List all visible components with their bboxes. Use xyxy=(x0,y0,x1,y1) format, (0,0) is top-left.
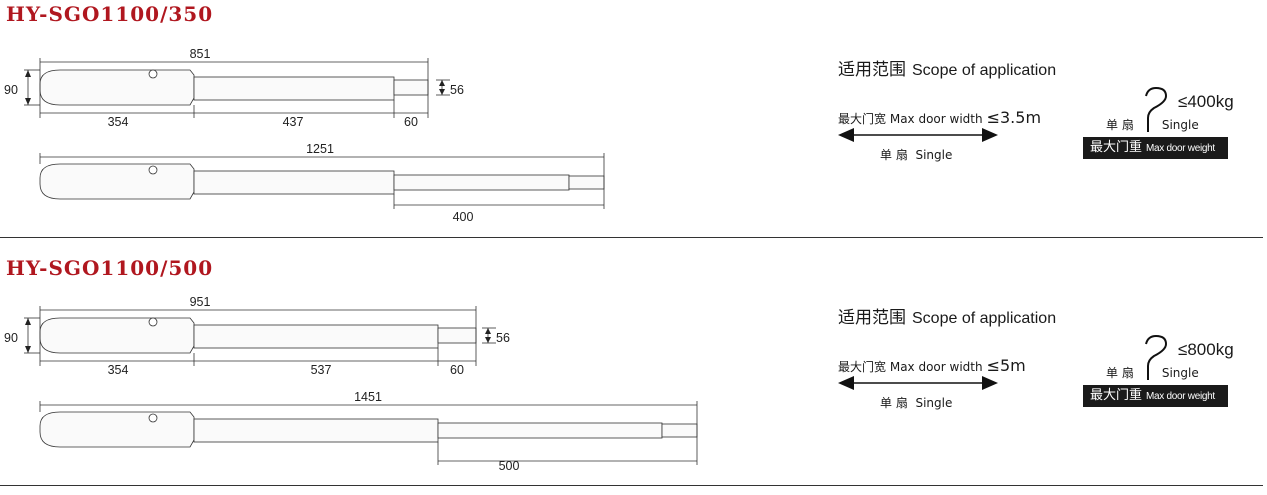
actuator-tube xyxy=(193,76,395,101)
single-leaf-label: 单 扇 Single xyxy=(880,396,953,410)
bolt-icon xyxy=(148,69,158,79)
dim-housing-height: 90 xyxy=(4,331,18,345)
dim-stroke: 500 xyxy=(499,459,520,473)
actuator-tube-extended xyxy=(193,418,439,443)
bolt-icon xyxy=(148,317,158,327)
motor-housing-extended xyxy=(39,163,195,200)
dim-rod-end-length: 60 xyxy=(404,115,418,129)
rod-end xyxy=(393,79,429,96)
section-divider xyxy=(0,237,1263,238)
product-section-500: HY-SGO1100/500 xyxy=(0,248,1267,495)
bolt-icon xyxy=(148,165,158,175)
single-leaf-label: 单 扇 Single xyxy=(880,148,953,162)
bolt-icon xyxy=(148,413,158,423)
extended-rod xyxy=(437,422,663,439)
dim-housing-height: 90 xyxy=(4,83,18,97)
dim-overall-retracted: 851 xyxy=(190,47,211,61)
dim-rod-end-length: 60 xyxy=(450,363,464,377)
max-door-width: 最大门宽 Max door width≤3.5m xyxy=(838,108,1042,127)
dim-tube-length: 537 xyxy=(311,363,332,377)
dim-stroke: 400 xyxy=(453,210,474,224)
dim-rod-height: 56 xyxy=(450,83,464,97)
model-title: HY-SGO1100/350 xyxy=(6,2,214,26)
actuator-tube xyxy=(193,324,439,349)
dim-housing-length: 354 xyxy=(108,363,129,377)
max-door-width: 最大门宽 Max door width≤5m xyxy=(838,356,1026,375)
max-weight-value: ≤800kg xyxy=(1178,340,1234,359)
rod-end-extended xyxy=(568,175,605,190)
dimension-drawing: 951 90 56 354 537 60 1451 500 xyxy=(4,295,698,473)
section-divider xyxy=(0,485,1263,486)
max-weight-value: ≤400kg xyxy=(1178,92,1234,111)
extended-rod xyxy=(393,174,570,191)
product-section-350: HY-SGO1100/350 xyxy=(0,0,1267,247)
actuator-tube-extended xyxy=(193,170,395,195)
dim-overall-extended: 1251 xyxy=(306,142,334,156)
model-title: HY-SGO1100/500 xyxy=(6,256,214,280)
dim-housing-length: 354 xyxy=(108,115,129,129)
dim-overall-extended: 1451 xyxy=(354,390,382,404)
dimension-drawing: 851 90 56 354 437 60 1251 400 xyxy=(4,47,605,224)
rod-end-extended xyxy=(661,423,698,438)
dim-overall-retracted: 951 xyxy=(190,295,211,309)
motor-housing-extended xyxy=(39,411,195,448)
motor-housing xyxy=(39,317,195,354)
rod-end xyxy=(437,327,477,344)
motor-housing xyxy=(39,69,195,106)
dim-tube-length: 437 xyxy=(283,115,304,129)
dim-rod-height: 56 xyxy=(496,331,510,345)
